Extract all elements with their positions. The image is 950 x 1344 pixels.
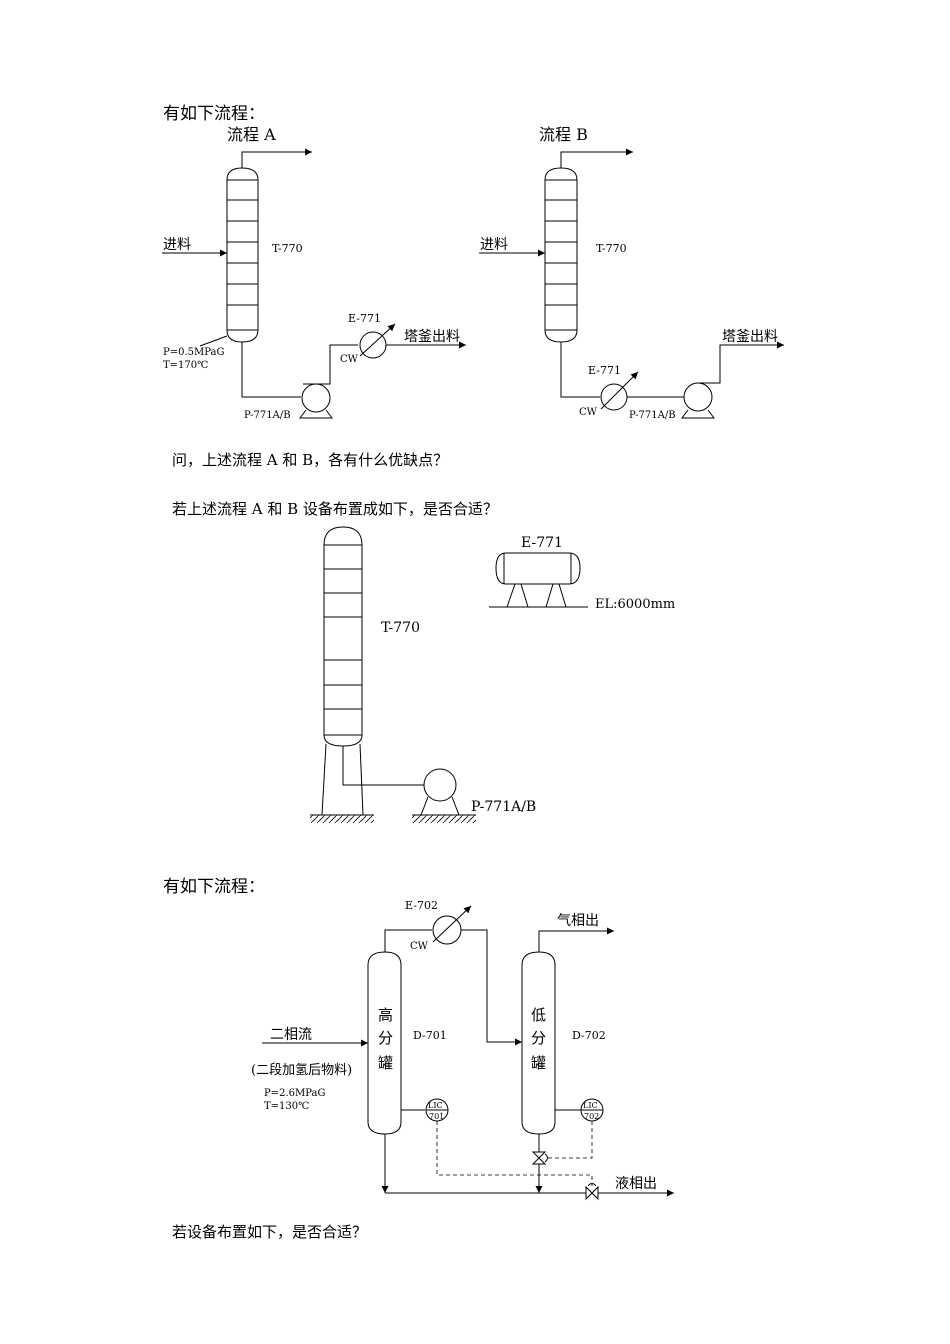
flow-b-cw: CW — [579, 407, 598, 418]
flow-c-drum-2-char-3: 罐 — [531, 1054, 546, 1072]
flow-c-signal-701 — [436, 1121, 593, 1186]
flow-b-exchanger — [600, 371, 639, 411]
flow-b-tower-tag: T-770 — [596, 242, 627, 255]
layout-tower — [323, 526, 363, 747]
flow-b-product: 塔釜出料 — [722, 329, 778, 345]
flow-b-title: 流程 B — [539, 125, 588, 144]
flow-c-temperature: T=130℃ — [264, 1101, 309, 1112]
flow-c-drum-2 — [521, 951, 556, 1135]
flow-c-drum-1-char-3: 罐 — [378, 1054, 393, 1072]
flow-c-gas-out-line — [538, 927, 614, 952]
flow-a-exchanger — [359, 323, 396, 359]
flow-b-product-line — [698, 341, 784, 384]
flow-a-pressure: P=0.5MPaG — [163, 347, 224, 358]
flow-a-cw: CW — [340, 354, 359, 365]
flow-a-leader — [199, 335, 228, 347]
flow-c-gas-out: 气相出 — [557, 913, 599, 929]
question-1: 问，上述流程 A 和 B，各有什么优缺点？ — [172, 451, 449, 469]
question-3: 若设备布置如下，是否合适？ — [172, 1223, 368, 1241]
flow-b: 流程 B T-770 进料 E-771 CW P-771A/B 塔釜出料 — [479, 125, 784, 421]
flow-a-pump — [299, 383, 333, 419]
flow-a-product: 塔釜出料 — [404, 329, 460, 345]
flow-c-to-drum-2 — [461, 929, 522, 1046]
flow-c-lic-702-number: 702 — [584, 1112, 599, 1121]
flow-a-tower — [226, 167, 259, 343]
flow-c-drum-1-char-2: 分 — [378, 1029, 393, 1047]
flow-c-exchanger-tag: E-702 — [405, 899, 438, 912]
flow-c-lic-701-number: 701 — [429, 1112, 444, 1121]
flow-c: 高 分 罐 D-701 二相流 (二段加氢后物料) P=2.6MPaG T=13… — [251, 899, 674, 1201]
layout-elevation: EL:6000mm — [595, 597, 675, 612]
flow-b-tower-trays — [545, 179, 577, 331]
flow-c-exchanger — [432, 905, 472, 945]
layout-pump-tag: P-771A/B — [471, 799, 536, 815]
layout-exchanger-saddles — [506, 583, 567, 608]
layout-skirt — [321, 743, 364, 816]
intro-heading-1: 有如下流程： — [163, 104, 265, 124]
flow-c-feed-note: (二段加氢后物料) — [251, 1063, 352, 1078]
flow-c-pressure: P=2.6MPaG — [264, 1088, 325, 1099]
layout-tower-trays — [324, 544, 362, 736]
flow-c-lic-701-label: LIC — [428, 1101, 443, 1110]
flow-a-tower-trays — [227, 179, 258, 331]
flow-a-tower-tag: T-770 — [272, 242, 303, 255]
flow-c-drum-2-char-2: 分 — [531, 1029, 546, 1047]
flow-c-cw: CW — [410, 941, 429, 952]
layout-tower-foundation — [310, 815, 374, 823]
flow-a-exchanger-tag: E-771 — [348, 312, 381, 325]
flow-c-lic-702-label: LIC — [583, 1101, 598, 1110]
layout-exchanger — [495, 552, 581, 585]
flow-c-feed: 二相流 — [270, 1027, 312, 1043]
flow-c-lic-701: LIC 701 — [425, 1098, 449, 1122]
layout-bottom-line — [342, 746, 424, 786]
flow-c-liquid-out: 液相出 — [615, 1176, 657, 1192]
layout-pump-foundation — [412, 815, 476, 823]
intro-heading-2: 有如下流程： — [163, 877, 265, 897]
flow-c-drum-2-char-1: 低 — [531, 1006, 546, 1024]
flow-b-pump-tag: P-771A/B — [629, 410, 676, 421]
flow-a-pump-outlet — [316, 344, 358, 385]
flow-c-lic-702: LIC 702 — [580, 1098, 604, 1122]
flow-b-top-outlet — [560, 148, 633, 168]
flow-b-feed-label: 进料 — [480, 237, 508, 253]
layout-exchanger-tag: E-771 — [521, 535, 563, 551]
flow-c-drum-1 — [367, 951, 402, 1135]
flow-c-valve-701 — [585, 1183, 599, 1201]
flow-c-signal-702 — [548, 1121, 593, 1159]
flow-a-bottom-line — [241, 342, 301, 398]
flow-c-vapor-line — [384, 929, 432, 952]
flow-c-drum-1-char-1: 高 — [378, 1006, 393, 1024]
layout-pump — [420, 768, 460, 816]
flow-a-temperature: T=170℃ — [163, 360, 208, 371]
flow-b-pump — [681, 382, 715, 419]
flow-a-pump-tag: P-771A/B — [244, 410, 291, 421]
layout-tower-tag: T-770 — [381, 620, 420, 636]
question-2: 若上述流程 A 和 B 设备布置成如下，是否合适？ — [172, 500, 498, 518]
flow-a-title: 流程 A — [227, 125, 276, 144]
flow-c-valve-702 — [531, 1151, 548, 1165]
flow-c-drum-1-tag: D-701 — [413, 1029, 447, 1042]
flow-a: 流程 A T-770 进料 P=0.5MPaG T=170℃ P-771A/B — [162, 125, 466, 421]
flow-b-exchanger-tag: E-771 — [588, 364, 621, 377]
flow-a-feed-label: 进料 — [163, 237, 191, 253]
flow-b-bottom-line — [560, 342, 600, 398]
flow-a-top-outlet — [241, 148, 312, 168]
flow-c-drum-2-tag: D-702 — [572, 1029, 606, 1042]
layout-drawing: T-770 P-771A/B E-771 EL:6000mm — [310, 526, 675, 823]
flow-b-tower — [544, 167, 578, 343]
